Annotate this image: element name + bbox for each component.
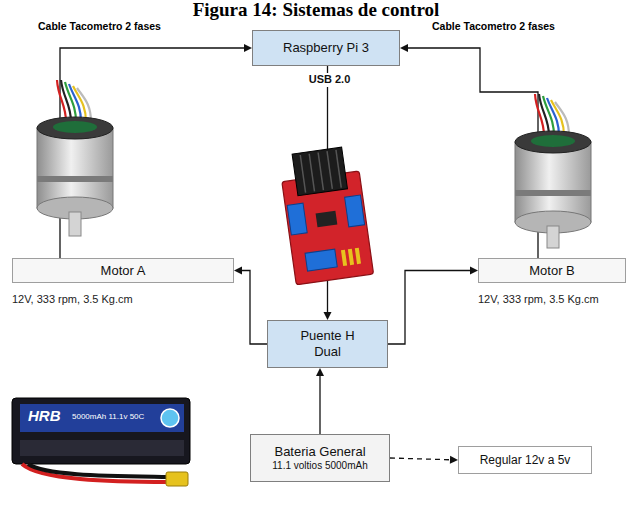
edge-label: USB 2.0 <box>306 73 354 86</box>
motor-body <box>37 128 113 208</box>
terminal-block <box>345 195 365 227</box>
heatsink <box>292 147 347 196</box>
driver-box: Puente H Dual <box>267 320 388 368</box>
regulator-chip <box>316 211 338 228</box>
terminal-block <box>287 203 307 235</box>
header-pin <box>348 249 354 265</box>
regulator-box: Regular 12v a 5v <box>458 446 592 474</box>
battery-rating: 5000mAh 11.1v 50C <box>72 412 144 422</box>
battery-wire <box>22 464 168 482</box>
heatsink-fin <box>318 152 323 190</box>
connector-line <box>242 271 267 345</box>
header-pin <box>355 248 361 264</box>
motor-box: Motor B <box>478 258 626 283</box>
node-title: Bateria General <box>274 444 365 460</box>
cable-label: Cable Tacometro 2 fases <box>432 20 555 33</box>
motor-body <box>515 142 591 222</box>
node-title: Motor A <box>101 263 146 279</box>
arrow-head <box>324 312 332 320</box>
battery-illustration <box>12 398 190 486</box>
node-title: Regular 12v a 5v <box>480 453 571 467</box>
node-subtitle: 11.1 voltios 5000mAh <box>272 460 367 472</box>
arrow-head <box>470 267 478 275</box>
connector-line <box>390 458 450 460</box>
connector-line <box>388 271 470 345</box>
arrow-head <box>234 267 242 275</box>
connector-line <box>319 376 320 434</box>
arrow-head <box>244 44 252 52</box>
motor-illustration <box>515 94 591 248</box>
connector-arrow <box>316 368 324 434</box>
battery-plug <box>166 472 188 486</box>
motor-shaft <box>69 212 81 236</box>
battery-brand: HRB <box>28 407 61 425</box>
terminal-block <box>305 249 337 271</box>
heatsink-fin <box>336 150 341 188</box>
encoder-cap <box>515 131 591 153</box>
encoder-cap <box>37 117 113 139</box>
battery-body <box>12 398 190 464</box>
header-pin <box>341 250 347 266</box>
gearbox-ring <box>515 190 591 196</box>
arrow-head <box>316 368 324 376</box>
battery-box: Bateria General11.1 voltios 5000mAh <box>250 434 390 482</box>
hbridge-illustration <box>278 145 373 285</box>
controller-box: Raspberry Pi 3 <box>252 30 400 66</box>
motor-illustration <box>37 80 113 236</box>
battery-logo <box>161 409 179 427</box>
gearbox-ring <box>37 176 113 182</box>
motor-shaft <box>547 226 559 248</box>
encoder-board <box>531 135 575 147</box>
battery-wire <box>28 464 168 477</box>
arrow-head <box>450 456 458 464</box>
encoder-board <box>53 121 97 133</box>
connector-arrow <box>234 267 267 345</box>
motor-spec: 12V, 333 rpm, 3.5 Kg.cm <box>478 293 599 306</box>
node-title: Motor B <box>529 263 575 279</box>
figure-title: Figura 14: Sistemas de control <box>0 0 632 21</box>
heatsink-fin <box>300 155 305 193</box>
cable-label: Cable Tacometro 2 fases <box>38 20 161 33</box>
battery-label-band <box>20 404 184 432</box>
heatsink-fin <box>309 154 314 192</box>
heatsink-fin <box>327 151 332 189</box>
motor-box: Motor A <box>12 258 234 283</box>
motor-spec: 12V, 333 rpm, 3.5 Kg.cm <box>12 293 133 306</box>
arrow-head <box>400 44 408 52</box>
connector-arrow <box>390 456 458 464</box>
battery-stripe <box>20 440 184 456</box>
node-title: Raspberry Pi 3 <box>283 40 369 56</box>
node-title: Puente H Dual <box>292 328 364 359</box>
connector-arrow <box>388 267 478 345</box>
